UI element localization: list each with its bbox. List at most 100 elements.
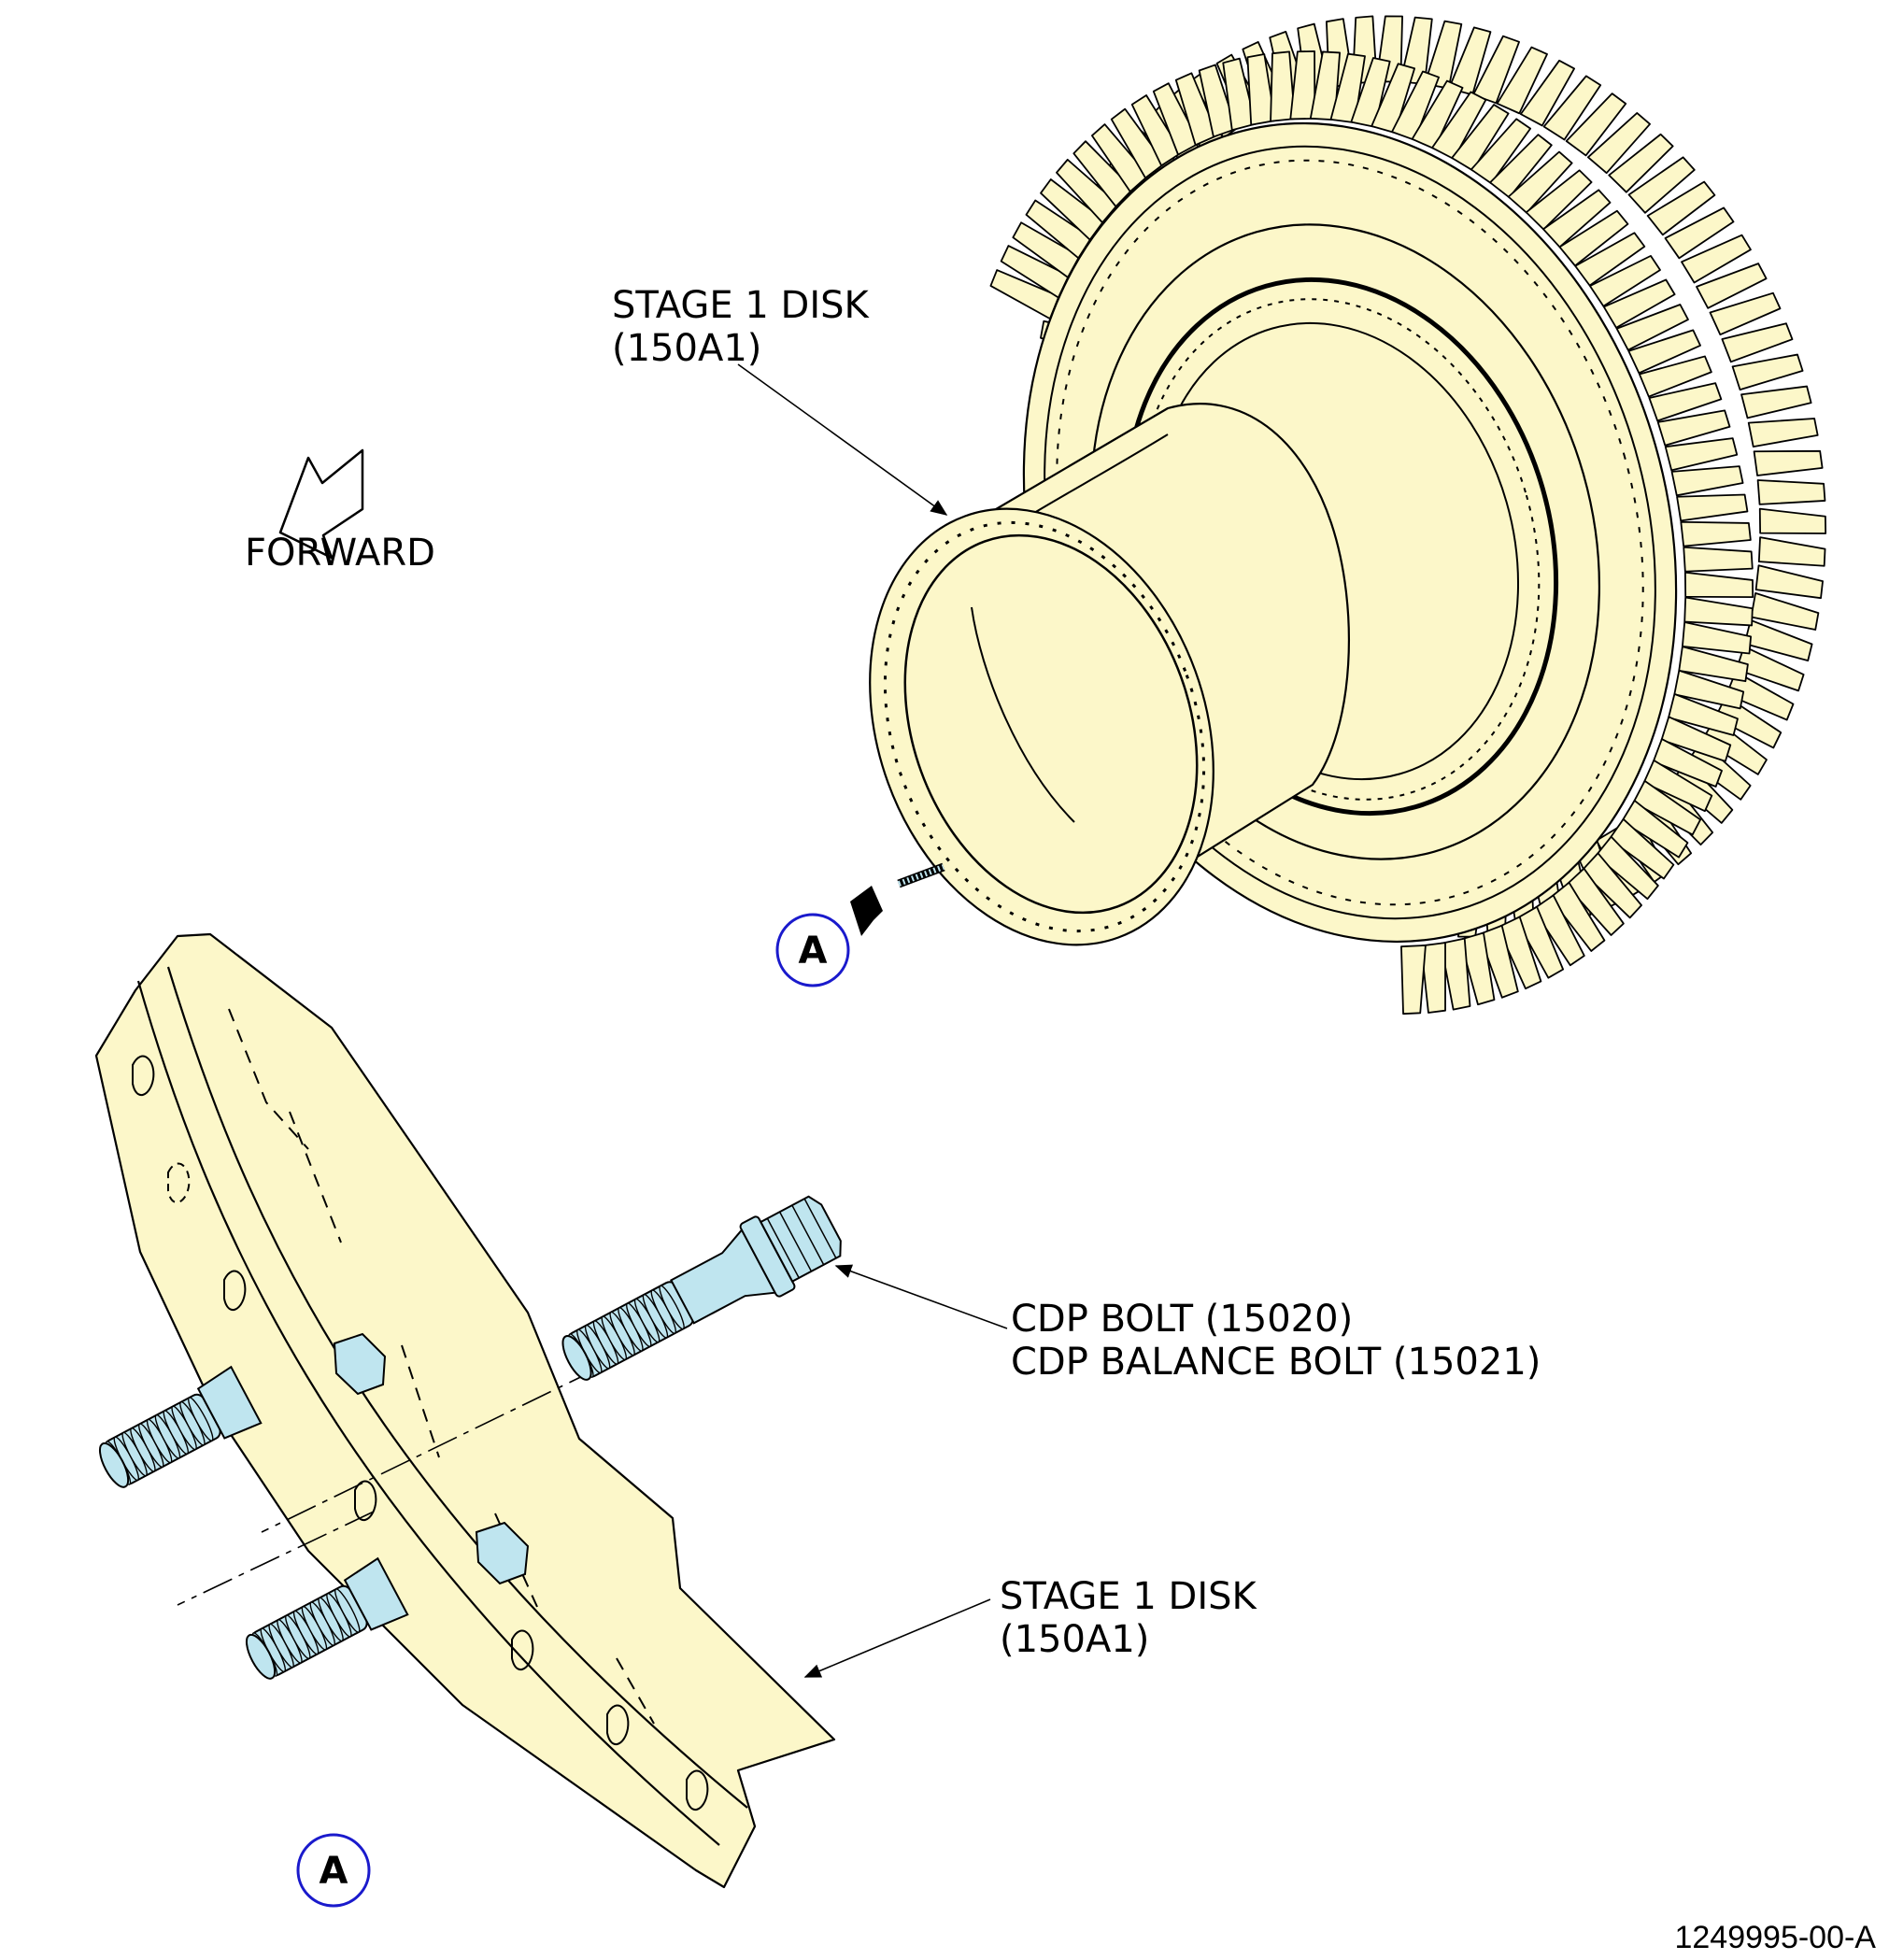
blade <box>1565 867 1625 936</box>
blade <box>1683 596 1754 627</box>
bolt-tip <box>98 1442 130 1488</box>
blade <box>1639 355 1712 398</box>
blade <box>1130 94 1183 167</box>
bolt-shoulder <box>196 1365 263 1440</box>
scallop-3 <box>223 1270 247 1311</box>
blade <box>1472 35 1520 105</box>
centerline-lower <box>177 1511 375 1606</box>
blade <box>1056 158 1119 224</box>
blade <box>1731 353 1804 391</box>
thread <box>188 1397 214 1442</box>
scallop-2 <box>167 1162 191 1203</box>
blade <box>1683 546 1754 573</box>
blade <box>1289 50 1316 121</box>
blade <box>1198 64 1238 138</box>
blade <box>1615 304 1689 351</box>
scallop-6 <box>606 1704 630 1745</box>
forward-flange-bore <box>903 533 1199 915</box>
blade <box>1589 254 1661 307</box>
blade <box>1595 835 1659 901</box>
blade <box>1497 916 1542 990</box>
scallop-1 <box>132 1055 155 1096</box>
view-arrow-icon <box>850 886 883 936</box>
cdp-bolt-callout: CDP BOLT (15020) CDP BALANCE BOLT (15021… <box>834 1264 1541 1384</box>
view-a-locator: A <box>775 886 883 987</box>
blade <box>1574 232 1646 287</box>
stage1-disk-bottom-callout: STAGE 1 DISK (150A1) <box>803 1575 1258 1678</box>
blade <box>1664 206 1735 260</box>
stage1-disk-assembly <box>869 15 1827 1016</box>
blade <box>1682 621 1753 655</box>
detail-a-letter: A <box>320 1850 348 1893</box>
stage1-disk-bottom-line1: STAGE 1 DISK <box>1000 1575 1258 1618</box>
blade <box>1696 263 1768 309</box>
figure-number: 1249995-00-A <box>1674 1920 1876 1955</box>
blade <box>1646 180 1716 236</box>
installed-bolt-lower <box>245 1556 409 1680</box>
stage1-disk-bottom-leader <box>803 1598 991 1678</box>
detail-a-circle <box>296 1833 371 1908</box>
blade <box>1558 209 1629 267</box>
blade <box>1532 894 1585 967</box>
blade <box>1642 760 1713 813</box>
cdp-bolt-head-splines <box>766 1198 837 1279</box>
blade <box>1391 70 1440 141</box>
blade <box>1542 189 1612 249</box>
bolt-tip <box>245 1633 277 1680</box>
blade <box>1549 881 1606 952</box>
blade <box>1222 57 1257 132</box>
blade <box>1451 104 1510 172</box>
blade <box>1670 465 1744 497</box>
bolt-centerlines <box>177 1368 599 1606</box>
blade <box>1756 479 1826 505</box>
blade <box>1652 738 1723 788</box>
blade <box>1542 75 1602 141</box>
blade <box>1608 133 1674 193</box>
bolt-shoulder <box>343 1556 409 1631</box>
stage1-disk-top-line2: (150A1) <box>612 327 761 370</box>
cdp-bolt-line2: CDP BALANCE BOLT (15021) <box>1011 1341 1541 1384</box>
blade <box>1507 150 1573 214</box>
blade <box>1580 852 1642 919</box>
cdp-bolt-leader <box>834 1264 1008 1329</box>
stage1-disk-top-label: STAGE 1 DISK (150A1) <box>612 284 880 370</box>
blade <box>1632 779 1702 836</box>
blade <box>1587 112 1651 175</box>
installed-bolt-head-1 <box>333 1332 387 1396</box>
blade <box>1627 329 1701 375</box>
bolt-threads <box>251 1588 361 1677</box>
blade <box>1680 520 1752 547</box>
blade <box>1753 449 1824 476</box>
blade <box>1627 156 1696 214</box>
blade <box>1496 46 1548 115</box>
blade <box>1621 800 1689 859</box>
cdp-bolt-label: CDP BOLT (15020) CDP BALANCE BOLT (15021… <box>1011 1298 1541 1384</box>
blade <box>1673 669 1745 710</box>
blade <box>1072 140 1134 207</box>
disk-segment-scallops <box>132 1055 709 1811</box>
blade <box>1420 942 1446 1014</box>
cdp-bolt <box>561 1195 842 1381</box>
flange-inner-shadow <box>971 606 1075 823</box>
disk-segment-hidden-1 <box>228 1008 655 1725</box>
blade <box>1489 134 1553 199</box>
blade <box>1648 382 1723 422</box>
blade <box>1757 536 1826 567</box>
blade <box>1525 169 1593 231</box>
stage1-disk-bottom-line2: (150A1) <box>1000 1618 1149 1661</box>
stage1-disk-top-callout: STAGE 1 DISK (150A1) <box>612 284 948 516</box>
view-a-letter: A <box>799 930 828 973</box>
scallop-4 <box>354 1480 377 1521</box>
blade <box>1740 385 1812 419</box>
blade <box>1683 571 1754 599</box>
installed-bolt-head-2 <box>475 1521 530 1585</box>
scallop-5 <box>511 1629 534 1670</box>
thread <box>334 1588 361 1633</box>
blade <box>1608 817 1675 880</box>
blade <box>1519 59 1575 127</box>
blade <box>1110 107 1166 179</box>
installed-bolt-upper <box>98 1365 263 1488</box>
blade <box>1754 564 1824 600</box>
bolt-threads <box>105 1397 214 1485</box>
